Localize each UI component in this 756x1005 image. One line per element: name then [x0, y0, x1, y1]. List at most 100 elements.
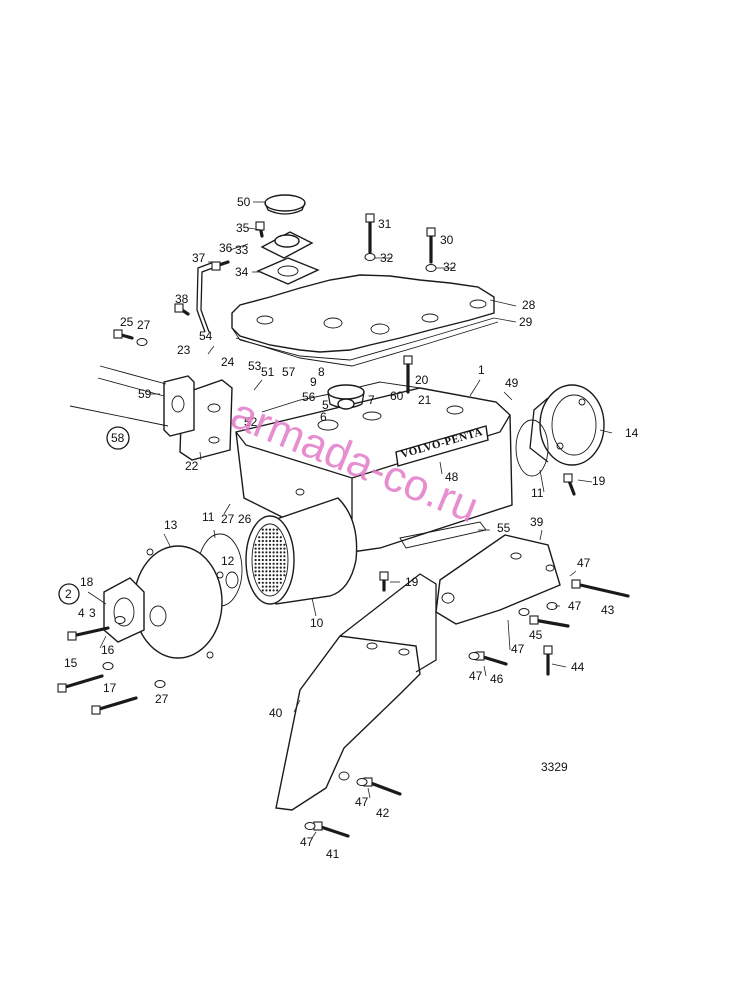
tube-dot [283, 555, 286, 558]
part-label-18: 18 [80, 575, 94, 589]
leader-line [253, 379, 263, 391]
part-label-24: 24 [221, 355, 235, 369]
tube-dot [254, 562, 257, 565]
bolt-head [57, 683, 67, 693]
part-label-10: 10 [310, 616, 324, 630]
part-label-2: 2 [65, 587, 72, 601]
part-label-60: 60 [390, 389, 404, 403]
part-label-45: 45 [529, 628, 543, 642]
bolt-head [255, 221, 265, 231]
leader-line [493, 317, 517, 323]
tube-dot [279, 566, 282, 569]
tube-dot [276, 547, 279, 550]
tube-dot [265, 589, 268, 592]
bolts-and-washers [57, 213, 630, 838]
part-label-51: 51 [261, 365, 275, 379]
cover-gasket [235, 321, 499, 367]
tube-dot [268, 543, 272, 546]
leader-line [507, 619, 511, 651]
part-label-3: 3 [89, 606, 96, 620]
part-label-15: 15 [64, 656, 78, 670]
part-label-37: 37 [192, 251, 206, 265]
tube-dot [272, 547, 275, 550]
bolt-head [571, 579, 581, 589]
tube-dot [279, 536, 282, 539]
leader-lines [87, 201, 613, 839]
tube-dot [265, 566, 268, 569]
tube-dot [279, 558, 282, 562]
tube-dot [254, 555, 257, 558]
tube-dot [258, 577, 261, 581]
tube-dot [261, 577, 264, 581]
tube-dot [268, 574, 272, 577]
part-label-47-c: 47 [511, 642, 525, 656]
tube-dot [276, 566, 279, 569]
part-label-27-lower: 27 [155, 692, 169, 706]
tube-dot [265, 570, 268, 573]
tube-dot [265, 536, 268, 539]
part-label-57: 57 [282, 365, 296, 379]
bolt-shank [366, 780, 402, 796]
bolt-head [379, 571, 389, 581]
bolt-shank [70, 626, 110, 638]
tube-dot [261, 547, 264, 550]
part-label-32-right: 32 [443, 260, 457, 274]
part-label-5: 5 [322, 398, 329, 412]
tube-dot [261, 581, 264, 584]
tube-dot [276, 528, 279, 531]
tube-dot [276, 539, 279, 543]
washer [356, 778, 368, 786]
washer [468, 652, 480, 660]
part-label-47-b: 47 [568, 599, 582, 613]
tube-dot [261, 558, 264, 562]
leader-line [87, 591, 107, 605]
part-label-6: 6 [320, 410, 327, 424]
tube-dot [258, 581, 261, 584]
bolt-head [563, 473, 573, 483]
part-label-21: 21 [418, 393, 432, 407]
leader-line [551, 663, 567, 668]
tube-dot [268, 539, 272, 543]
part-label-32-top: 32 [380, 251, 394, 265]
mounting-bracket-39 [435, 534, 561, 625]
washer [364, 253, 376, 261]
part-label-17: 17 [103, 681, 117, 695]
tube-dot [283, 562, 286, 565]
tube-dot [261, 543, 264, 546]
tube-dot [268, 577, 272, 581]
tube-dot [265, 543, 268, 546]
tube-dot [265, 558, 268, 562]
tube-dot [272, 536, 275, 539]
tube-dot [276, 589, 279, 592]
tube-dot [261, 555, 264, 558]
tube-dot [276, 562, 279, 565]
tube-dot [276, 551, 279, 554]
part-label-35: 35 [236, 221, 250, 235]
leader-line [213, 529, 216, 539]
part-label-13: 13 [164, 518, 178, 532]
tube-dot [265, 532, 268, 535]
leader-line [439, 461, 443, 475]
tube-dot [283, 566, 286, 569]
tube-dot [265, 528, 268, 531]
tube-dot [279, 577, 282, 581]
leader-line [311, 831, 317, 839]
tube-dot [283, 547, 286, 550]
part-label-43: 43 [601, 603, 615, 617]
o-ring-right [515, 419, 549, 477]
washer [425, 264, 437, 272]
tube-dot [272, 528, 275, 531]
tube-dot [268, 555, 272, 558]
tube-dot [268, 570, 272, 573]
mounting-bracket-40 [275, 573, 437, 811]
part-label-47-a: 47 [577, 556, 591, 570]
part-label-30: 30 [440, 233, 454, 247]
tube-dot [265, 562, 268, 565]
inlet-pipe [69, 365, 169, 427]
tube-dot [261, 532, 264, 535]
tube-dot [283, 558, 286, 562]
tube-dot [258, 543, 261, 546]
tube-dot [279, 581, 282, 584]
tube-dot [261, 539, 264, 543]
part-label-55: 55 [497, 521, 511, 535]
